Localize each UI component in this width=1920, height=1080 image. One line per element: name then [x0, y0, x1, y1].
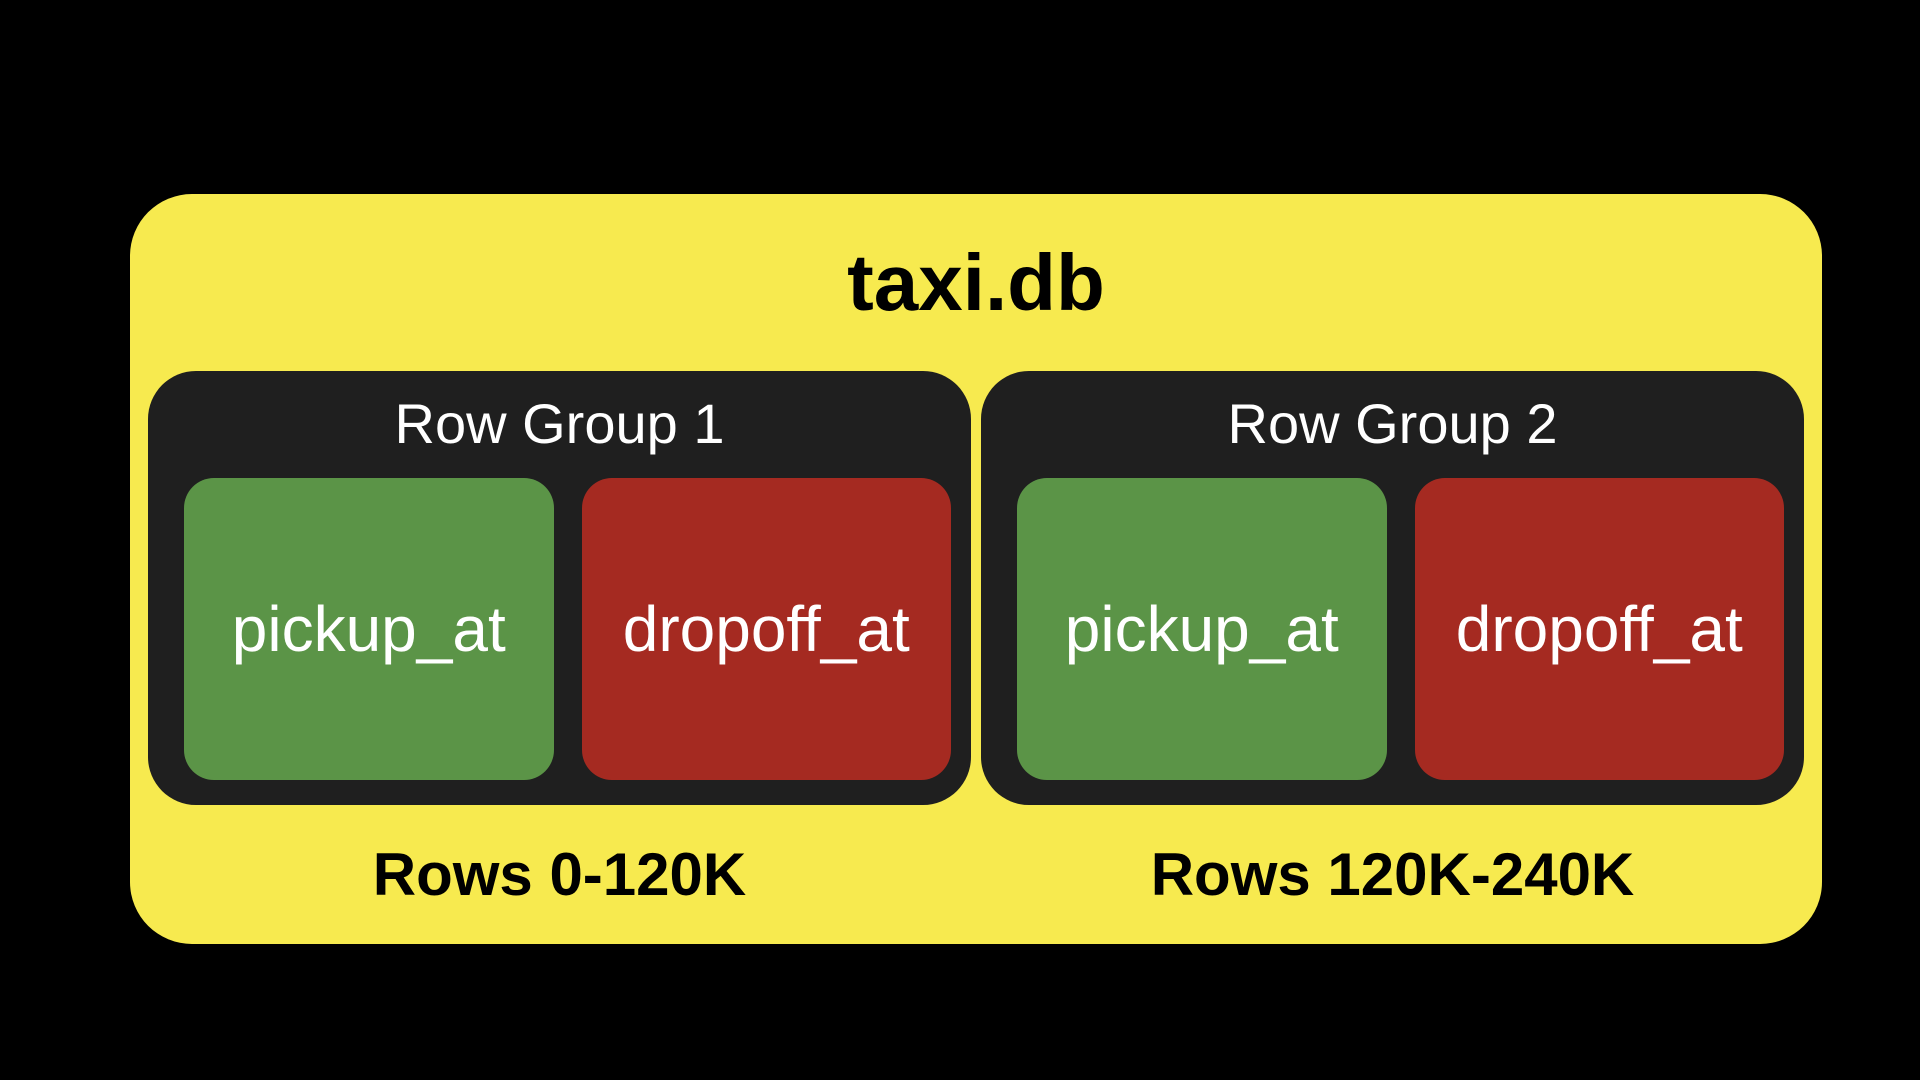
- database-file-container: taxi.db Row Group 1 pickup_at dropoff_at…: [130, 194, 1822, 944]
- row-range-label-group-2: Rows 120K-240K: [1150, 841, 1635, 908]
- row-groups-row: Row Group 1 pickup_at dropoff_at Row Gro…: [148, 371, 1804, 805]
- row-group-1-title: Row Group 1: [394, 392, 725, 455]
- row-range-label-group-1: Rows 0-120K: [372, 841, 747, 908]
- column-chunk-dropoff-at: dropoff_at: [581, 478, 951, 780]
- column-chunk-pickup-at: pickup_at: [184, 478, 554, 780]
- row-group-1-columns: pickup_at dropoff_at: [184, 478, 951, 780]
- row-group-2-columns: pickup_at dropoff_at: [1017, 478, 1784, 780]
- row-group-1: Row Group 1 pickup_at dropoff_at: [148, 371, 971, 805]
- column-chunk-pickup-at: pickup_at: [1017, 478, 1387, 780]
- row-group-2: Row Group 2 pickup_at dropoff_at: [981, 371, 1804, 805]
- database-file-title: taxi.db: [847, 237, 1105, 327]
- column-chunk-dropoff-at: dropoff_at: [1414, 478, 1784, 780]
- row-group-2-title: Row Group 2: [1227, 392, 1558, 455]
- row-range-labels-row: Rows 0-120K Rows 120K-240K: [148, 805, 1804, 944]
